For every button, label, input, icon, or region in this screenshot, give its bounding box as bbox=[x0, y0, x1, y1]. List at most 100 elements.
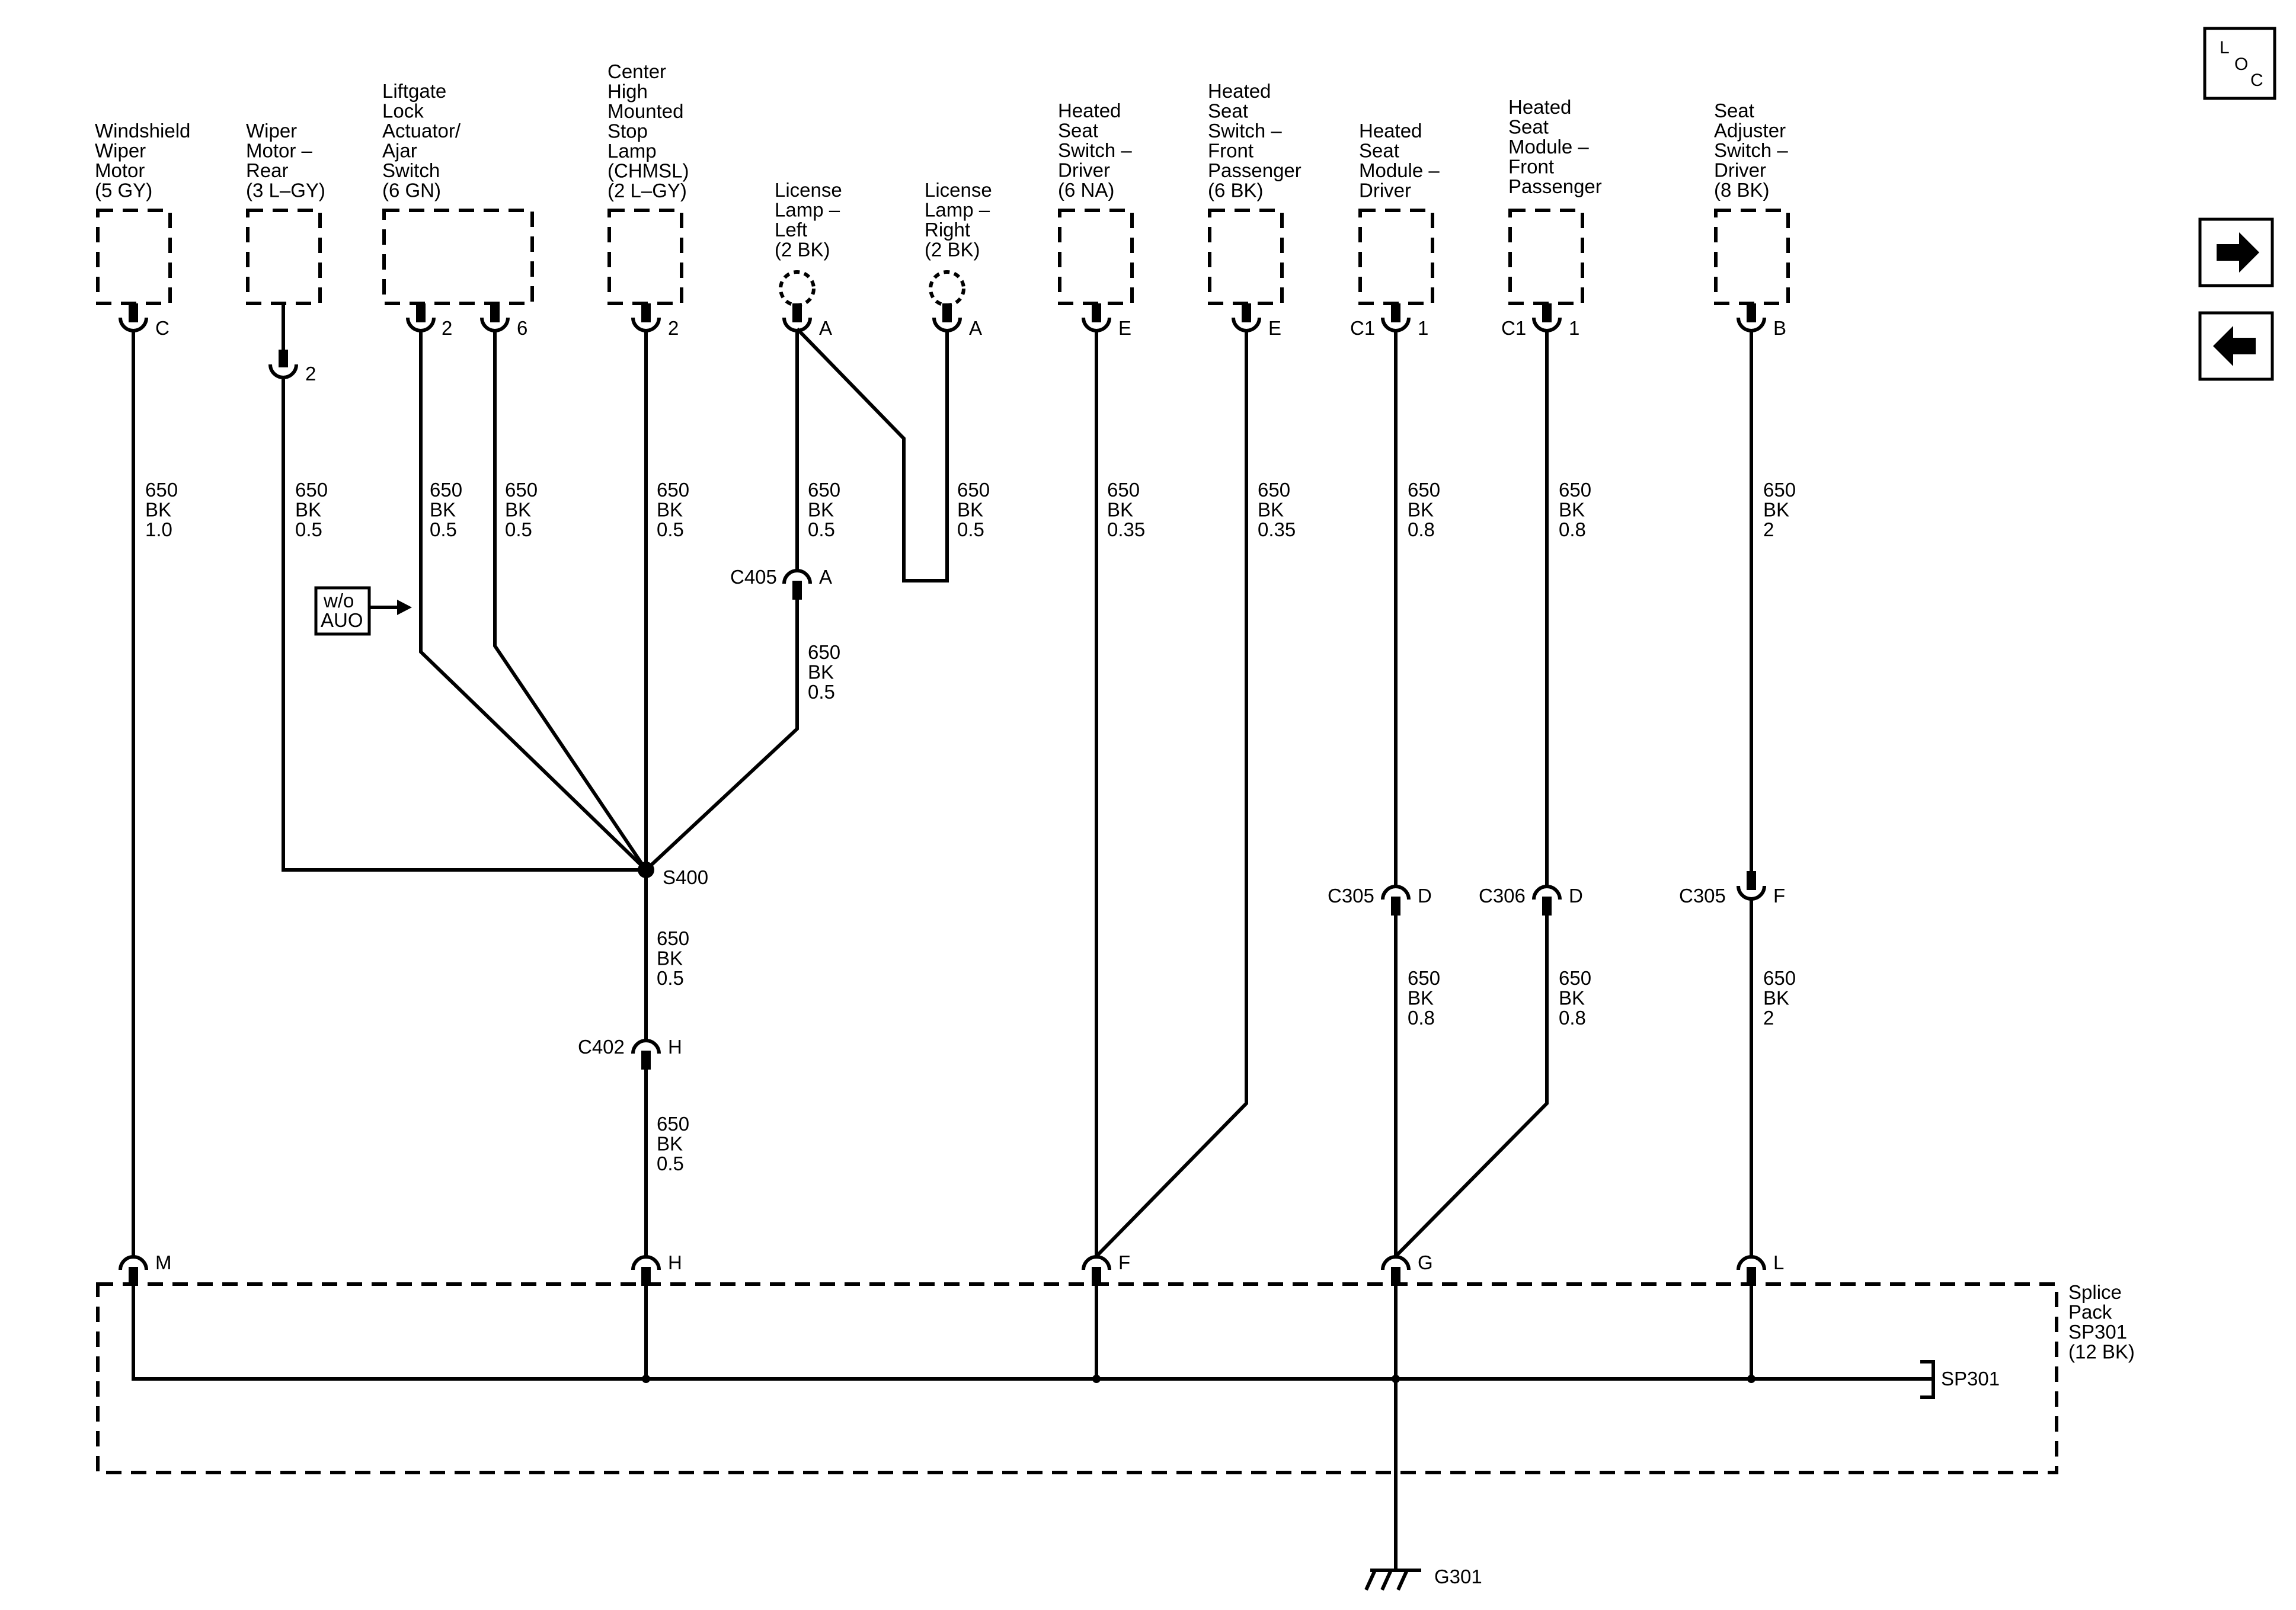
pin-label: F bbox=[1118, 1251, 1130, 1273]
text-line: Rear bbox=[246, 159, 289, 181]
box-wiper-motor-rear bbox=[246, 209, 322, 305]
text-line: Lock bbox=[382, 100, 424, 122]
text-line: Seat bbox=[1714, 100, 1754, 121]
component-boxes bbox=[96, 209, 2058, 1474]
text-line: BK bbox=[657, 1133, 683, 1155]
wire-windshield-wiper-splice bbox=[132, 1283, 1911, 1381]
wire-c306-to-splice bbox=[1394, 913, 1549, 1258]
box-splice-pack bbox=[96, 1282, 2058, 1474]
pin-label: F bbox=[1773, 885, 1785, 907]
conn-sp-l bbox=[1737, 1255, 1766, 1286]
pin-label: H bbox=[668, 1251, 682, 1273]
text-line: Wiper bbox=[95, 140, 146, 162]
pin-label: E bbox=[1268, 317, 1281, 339]
text-line: BK bbox=[1107, 499, 1133, 521]
text-line: BK bbox=[1559, 499, 1585, 521]
box-seat-adjuster-switch-driver bbox=[1714, 209, 1790, 305]
wire-liftgate-6 bbox=[493, 329, 648, 871]
text-line: (5 GY) bbox=[95, 180, 152, 201]
text-line: Windshield bbox=[95, 120, 190, 142]
text-line: Heated bbox=[1208, 80, 1271, 102]
text-line: Front bbox=[1208, 140, 1253, 162]
conn-hmp bbox=[1532, 303, 1562, 332]
ground-label: G301 bbox=[1434, 1566, 1482, 1587]
text-line: 0.35 bbox=[1258, 518, 1296, 540]
text-line: SP301 bbox=[2068, 1321, 2127, 1343]
pin-label: 2 bbox=[442, 317, 452, 339]
loc-button[interactable]: L O C bbox=[2203, 27, 2276, 100]
text-line: 0.8 bbox=[1408, 518, 1435, 540]
conn-sp-h bbox=[631, 1255, 661, 1286]
text-line: 650 bbox=[657, 927, 689, 949]
wire-license-right bbox=[795, 327, 949, 582]
text-line: 650 bbox=[295, 479, 328, 501]
text-line: 650 bbox=[1559, 479, 1591, 501]
text-line: BK bbox=[145, 499, 171, 521]
conn-sp-m bbox=[119, 1255, 148, 1286]
pin-label: 6 bbox=[517, 317, 527, 339]
text-line: 650 bbox=[808, 479, 840, 501]
text-line: 650 bbox=[808, 641, 840, 663]
next-page-button[interactable] bbox=[2198, 217, 2274, 287]
text-line: 0.8 bbox=[1559, 1007, 1586, 1029]
pin-label: H bbox=[668, 1036, 682, 1058]
text-line: BK bbox=[1408, 987, 1434, 1009]
text-line: 650 bbox=[505, 479, 538, 501]
text-line: (6 BK) bbox=[1208, 180, 1264, 201]
pin-label: G bbox=[1418, 1251, 1433, 1273]
text-line: Switch bbox=[382, 159, 440, 181]
text-line: Liftgate bbox=[382, 80, 446, 102]
text-line: Seat bbox=[1359, 140, 1399, 162]
text-line: Driver bbox=[1058, 159, 1110, 181]
pin-label: D bbox=[1418, 885, 1432, 907]
text-line: 0.5 bbox=[657, 1153, 684, 1174]
text-line: 0.8 bbox=[1559, 518, 1586, 540]
text-line: 2 bbox=[1763, 1007, 1774, 1029]
box-heated-seat-module-front-passenger bbox=[1508, 209, 1584, 305]
conn-lr bbox=[932, 303, 962, 332]
prev-page-button[interactable] bbox=[2198, 311, 2274, 381]
text-line: 0.35 bbox=[1107, 518, 1145, 540]
text-line: 650 bbox=[430, 479, 462, 501]
text-line: Module – bbox=[1359, 159, 1440, 181]
text-line: Motor bbox=[95, 159, 145, 181]
text-line: 0.5 bbox=[808, 681, 835, 703]
box-chmsl bbox=[607, 209, 683, 305]
text-line: Switch – bbox=[1058, 139, 1132, 161]
text-line: Lamp – bbox=[925, 199, 990, 221]
text-line: Heated bbox=[1508, 96, 1571, 118]
text-line: 0.5 bbox=[957, 518, 984, 540]
text-line: Driver bbox=[1714, 159, 1766, 181]
text-line: BK bbox=[808, 661, 834, 683]
option-box-line-2: AUO bbox=[321, 609, 363, 631]
box-liftgate-lock-actuator bbox=[382, 209, 534, 305]
pin-label: A bbox=[969, 317, 982, 339]
text-line: Splice bbox=[2068, 1281, 2122, 1303]
loc-letter-c: C bbox=[2250, 71, 2263, 90]
text-line: 0.5 bbox=[657, 967, 684, 989]
pin-label: C bbox=[155, 317, 170, 339]
connector-id-c305b: C305 bbox=[1679, 885, 1726, 907]
text-line: Wiper bbox=[246, 120, 297, 142]
connector-symbols bbox=[119, 303, 1766, 1286]
pin-label: M bbox=[155, 1251, 172, 1273]
text-line: BK bbox=[657, 948, 683, 969]
left-arrow-icon bbox=[2213, 326, 2256, 366]
text-line: Motor – bbox=[246, 140, 313, 162]
conn-hsp bbox=[1232, 303, 1261, 332]
text-line: Mounted bbox=[607, 100, 683, 122]
text-line: Center bbox=[607, 60, 666, 82]
text-line: BK bbox=[295, 499, 321, 521]
text-line: (3 L–GY) bbox=[246, 180, 325, 201]
text-line: (2 BK) bbox=[925, 239, 980, 261]
